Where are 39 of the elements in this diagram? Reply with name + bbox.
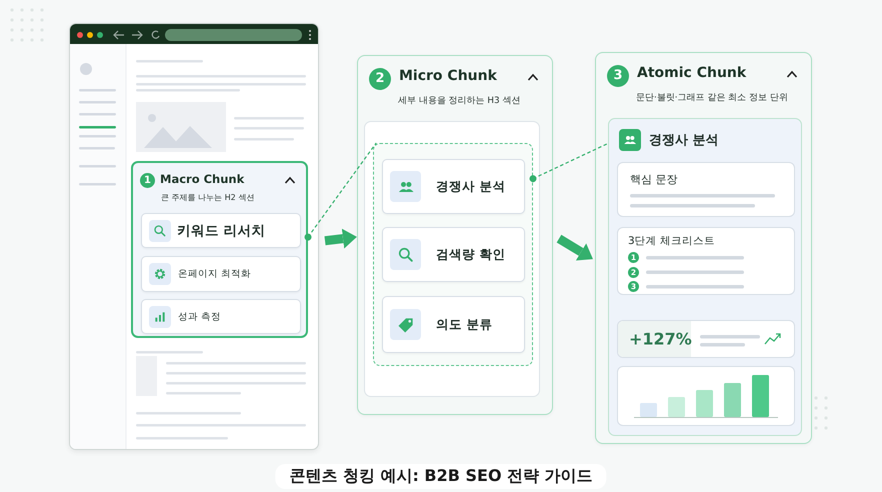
- group-box: [373, 143, 533, 366]
- panel-title: Macro Chunk: [160, 172, 244, 186]
- connector-line: [304, 142, 377, 241]
- panel-title: Micro Chunk: [399, 68, 497, 84]
- connector-line: [530, 142, 608, 182]
- card-title: 핵심 문장: [630, 172, 678, 187]
- card-label: 온페이지 최적화: [178, 268, 252, 280]
- arrow: [324, 228, 357, 249]
- section-panel: [595, 52, 812, 444]
- panel-subtitle: 큰 주제를 나누는 H2 섹션: [161, 192, 254, 203]
- stat-card: [617, 320, 795, 358]
- arrow: [556, 234, 593, 260]
- caption: 콘텐츠 청킹 예시: B2B SEO 전략 가이드: [275, 464, 607, 489]
- bar-chart-drawing: [617, 366, 795, 426]
- section-panel: [357, 55, 553, 415]
- number-badge: 2: [369, 68, 391, 90]
- card-title: 경쟁사 분석: [649, 132, 719, 149]
- topic-card: [141, 213, 301, 248]
- section-panel: [131, 161, 308, 338]
- card-label: 키워드 리서치: [177, 222, 266, 240]
- checklist-card: [617, 227, 795, 295]
- panel-subtitle: 세부 내용을 정리하는 H3 섹션: [398, 95, 520, 107]
- panel-subtitle: 문단·불릿·그래프 같은 최소 정보 단위: [636, 92, 788, 104]
- content-card: [608, 118, 802, 436]
- topic-card: [382, 296, 525, 353]
- number-badge: 1: [140, 173, 155, 188]
- topic-card: [382, 159, 525, 214]
- stat-value: +127%: [629, 330, 692, 348]
- card-label: 경쟁사 분석: [436, 178, 506, 195]
- card-label: 의도 분류: [436, 316, 492, 333]
- card-title: 3단계 체크리스트: [628, 234, 716, 248]
- topic-card: [141, 256, 301, 292]
- sentence-card: [617, 162, 795, 217]
- panel-title: Atomic Chunk: [637, 65, 746, 81]
- card-label: 성과 측정: [178, 310, 222, 323]
- topic-card: [141, 299, 301, 334]
- card-label: 검색량 확인: [436, 246, 506, 263]
- number-badge: 3: [607, 65, 629, 87]
- topic-card: [382, 227, 525, 282]
